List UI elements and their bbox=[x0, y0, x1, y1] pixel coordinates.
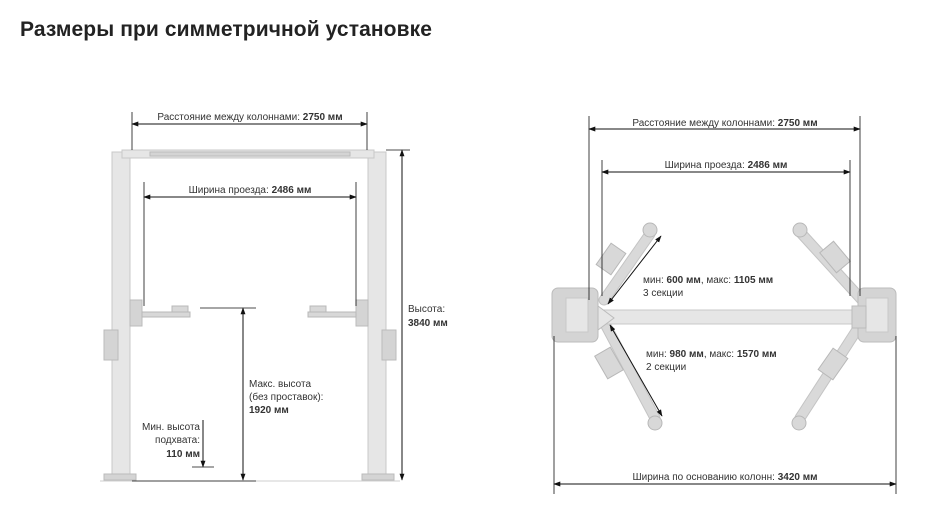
short-arm-range-label: мин: 600 мм, макс: 1105 мм bbox=[643, 275, 773, 286]
min-height-value: 110 мм bbox=[166, 449, 200, 460]
front-columns-distance-label: Расстояние между колоннами: 2750 мм bbox=[157, 112, 342, 123]
top-columns-distance-label: Расстояние между колоннами: 2750 мм bbox=[632, 118, 817, 129]
max-height-label-1: Макс. высота bbox=[249, 379, 311, 390]
lift-front-illustration bbox=[100, 149, 400, 482]
long-arm-sections-label: 2 секции bbox=[646, 362, 686, 373]
max-height-value: 1920 мм bbox=[249, 405, 289, 416]
height-value: 3840 мм bbox=[408, 318, 448, 329]
height-label: Высота: bbox=[408, 304, 445, 315]
long-arm-range-label: мин: 980 мм, макс: 1570 мм bbox=[646, 349, 777, 360]
min-height-label-2: подхвата: bbox=[155, 435, 200, 446]
base-width-label: Ширина по основанию колонн: 3420 мм bbox=[632, 472, 817, 483]
front-view: Расстояние между колоннами: 2750 мм Шири… bbox=[100, 112, 448, 482]
short-arm-sections-label: 3 секции bbox=[643, 288, 683, 299]
top-drive-width-label: Ширина проезда: 2486 мм bbox=[665, 160, 788, 171]
max-height-label-2: (без проставок): bbox=[249, 391, 323, 403]
lift-top-illustration bbox=[551, 222, 897, 431]
page-title: Размеры при симметричной установке bbox=[20, 18, 432, 41]
top-view: Расстояние между колоннами: 2750 мм Шири… bbox=[551, 116, 897, 494]
front-drive-width-label: Ширина проезда: 2486 мм bbox=[189, 185, 312, 196]
min-height-label-1: Мин. высота bbox=[142, 422, 200, 433]
